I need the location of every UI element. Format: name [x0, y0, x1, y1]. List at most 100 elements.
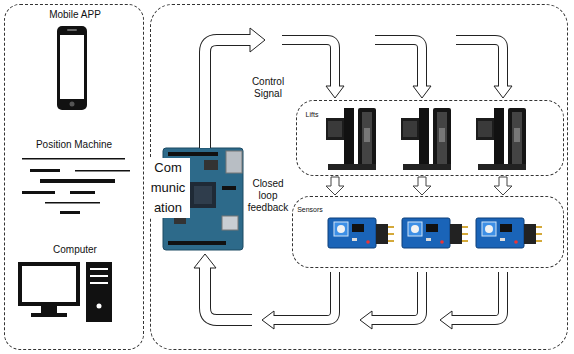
- sensor-board: [366, 240, 370, 244]
- lift-unit: [494, 108, 504, 170]
- controller-board: [222, 186, 236, 190]
- position-machine-icon: [22, 158, 130, 214]
- position-machine-icon: [70, 191, 95, 194]
- sensor-board: [514, 240, 518, 244]
- lift-unit: [476, 118, 494, 140]
- sensor-board: [328, 218, 394, 248]
- hollow-arrow: [360, 311, 372, 329]
- sensor-board: [476, 218, 524, 248]
- hollow-arrow: [282, 40, 335, 86]
- lift-unit: [401, 118, 419, 140]
- node-label: Lifts: [299, 111, 325, 119]
- hollow-arrow: [413, 86, 431, 98]
- hollow-arrow: [372, 272, 422, 320]
- sensor-board: [337, 225, 345, 233]
- controller-board: [190, 182, 216, 208]
- lift-unit: [478, 164, 526, 170]
- hollow-arrow: [205, 268, 252, 320]
- phone-icon: [67, 29, 77, 31]
- hollow-arrow: [456, 40, 503, 86]
- position-machine-icon: [75, 170, 130, 172]
- sensor-board: [334, 222, 348, 236]
- hollow-arrow: [326, 86, 344, 98]
- lift-unit: [328, 164, 376, 170]
- flow-arrow: [494, 177, 512, 195]
- hollow-arrow: [205, 40, 250, 148]
- lift-unit: [328, 121, 342, 137]
- sensor-board: [462, 233, 468, 235]
- position-machine-icon: [22, 158, 125, 160]
- computer-icon: [41, 306, 57, 313]
- sensor-board: [408, 222, 422, 236]
- phone-icon: [57, 26, 87, 110]
- hollow-arrow: [262, 311, 274, 329]
- sensor-board: [500, 224, 512, 232]
- sensor-board: [426, 238, 431, 241]
- position-machine-icon: [45, 202, 100, 204]
- hollow-arrow: [250, 28, 265, 52]
- sensor-board: [376, 224, 388, 244]
- sensor-board: [450, 224, 462, 244]
- lift-unit: [403, 121, 417, 137]
- computer-icon: [31, 313, 67, 317]
- lift-unit: [433, 108, 451, 170]
- sensor-board: [485, 225, 493, 233]
- computer-icon: [90, 282, 108, 284]
- hollow-arrow: [274, 272, 335, 320]
- lift-unit: [326, 118, 344, 140]
- hollow-arrow: [372, 272, 422, 320]
- node-label: Mobile APP: [37, 9, 113, 21]
- lift-unit: [419, 108, 429, 170]
- sensor-board: [536, 226, 542, 228]
- lift-unit: [437, 112, 447, 166]
- sensor-board: [476, 218, 542, 248]
- lift-unit: [326, 108, 376, 170]
- sensor-board: [411, 225, 419, 233]
- position-machine-icon: [60, 211, 80, 214]
- sensor-board: [500, 238, 505, 241]
- hollow-arrow: [194, 28, 512, 329]
- controller-board: [226, 151, 242, 173]
- hollow-arrow: [452, 272, 503, 320]
- sensor-board: [426, 224, 438, 232]
- hollow-arrow: [494, 86, 512, 98]
- hollow-arrow: [452, 272, 503, 320]
- hollow-arrow: [274, 272, 335, 320]
- hollow-arrow: [375, 40, 422, 86]
- node-label: Closed loop feedback: [244, 178, 292, 214]
- lift-unit: [364, 128, 370, 142]
- phone-icon: [60, 35, 84, 99]
- position-machine-icon: [22, 191, 55, 194]
- node-label: Position Machine: [8, 139, 140, 151]
- controller-board: [168, 152, 218, 156]
- sensor-board: [402, 218, 450, 248]
- sensor-board: [462, 240, 468, 242]
- node-label: Sensors: [295, 206, 325, 214]
- sensor-board: [388, 233, 394, 235]
- lift-unit: [401, 108, 451, 170]
- sensor-board: [388, 240, 394, 242]
- lift-unit: [514, 128, 520, 142]
- hollow-arrow: [205, 40, 250, 148]
- sensor-board: [462, 226, 468, 228]
- controller-board: [204, 160, 218, 170]
- sub-group-panel: Sensors: [292, 196, 564, 268]
- position-machine-icon: [40, 179, 115, 183]
- sensor-board: [352, 238, 357, 241]
- hollow-arrow: [375, 40, 422, 86]
- flow-arrow: [326, 177, 344, 195]
- lift-unit: [344, 108, 354, 170]
- computer-icon: [20, 262, 112, 322]
- phone-icon: [57, 26, 87, 110]
- lift-unit: [362, 112, 372, 166]
- lift-unit: [358, 108, 376, 170]
- group-panel: Control SignalClosed loop feedbackLiftsS…: [150, 4, 568, 350]
- annotation-text: Com munic ation: [146, 158, 190, 218]
- controller-board: [222, 216, 238, 230]
- controller-board: [194, 186, 212, 204]
- position-machine-icon: [30, 169, 60, 172]
- sensor-board: [524, 224, 536, 244]
